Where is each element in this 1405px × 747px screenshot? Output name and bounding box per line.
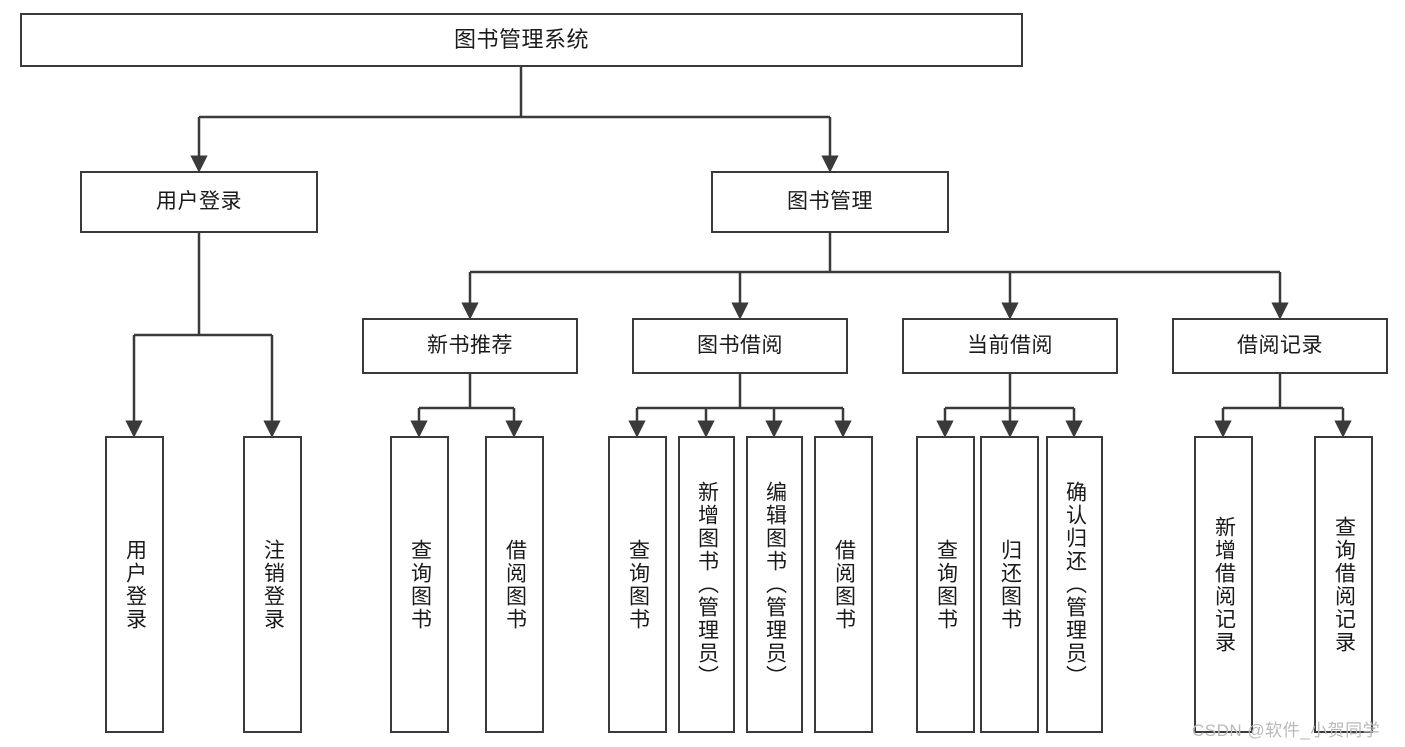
- node-leaf-query-book-1[interactable]: 查询图书: [390, 436, 449, 733]
- node-leaf-query-record[interactable]: 查询借阅记录: [1314, 436, 1373, 733]
- node-leaf-borrow-book-2-label: 借阅图书: [832, 538, 856, 631]
- node-root[interactable]: 图书管理系统: [20, 13, 1023, 67]
- node-user-login-label: 用户登录: [156, 189, 242, 213]
- node-leaf-borrow-book-1[interactable]: 借阅图书: [485, 436, 544, 733]
- node-leaf-user-login-label: 用户登录: [123, 538, 147, 631]
- node-book-borrow-label: 图书借阅: [697, 333, 783, 357]
- node-root-label: 图书管理系统: [453, 27, 589, 53]
- node-leaf-borrow-book-2[interactable]: 借阅图书: [814, 436, 873, 733]
- node-borrow-record[interactable]: 借阅记录: [1172, 318, 1388, 374]
- node-leaf-logout[interactable]: 注销登录: [243, 436, 302, 733]
- node-leaf-query-book-3[interactable]: 查询图书: [916, 436, 975, 733]
- node-leaf-add-book-label: 新增图书（管理员）: [695, 481, 719, 688]
- node-new-book-recommend[interactable]: 新书推荐: [362, 318, 578, 374]
- node-leaf-return-book-label: 归还图书: [998, 538, 1022, 631]
- node-borrow-record-label: 借阅记录: [1237, 333, 1323, 357]
- node-leaf-query-record-label: 查询借阅记录: [1332, 515, 1356, 654]
- node-book-manage-label: 图书管理: [787, 189, 873, 213]
- node-leaf-user-login[interactable]: 用户登录: [105, 436, 164, 733]
- node-leaf-confirm-return-label: 确认归还（管理员）: [1063, 481, 1087, 688]
- node-user-login[interactable]: 用户登录: [80, 171, 318, 233]
- node-leaf-add-book[interactable]: 新增图书（管理员）: [678, 436, 735, 733]
- node-current-borrow-label: 当前借阅: [967, 333, 1053, 357]
- node-leaf-query-book-1-label: 查询图书: [408, 538, 432, 631]
- node-leaf-add-record[interactable]: 新增借阅记录: [1194, 436, 1253, 733]
- node-leaf-edit-book[interactable]: 编辑图书（管理员）: [746, 436, 803, 733]
- node-leaf-logout-label: 注销登录: [261, 538, 285, 631]
- watermark: CSDN @软件_小贺同学: [1192, 716, 1380, 741]
- watermark-text: CSDN @软件_小贺同学: [1192, 721, 1381, 740]
- node-book-manage[interactable]: 图书管理: [711, 171, 949, 233]
- node-book-borrow[interactable]: 图书借阅: [632, 318, 848, 374]
- node-leaf-borrow-book-1-label: 借阅图书: [503, 538, 527, 631]
- node-leaf-query-book-3-label: 查询图书: [934, 538, 958, 631]
- node-new-book-recommend-label: 新书推荐: [427, 333, 513, 357]
- node-leaf-return-book[interactable]: 归还图书: [980, 436, 1039, 733]
- node-leaf-edit-book-label: 编辑图书（管理员）: [763, 481, 787, 688]
- node-leaf-confirm-return[interactable]: 确认归还（管理员）: [1046, 436, 1103, 733]
- node-leaf-query-book-2[interactable]: 查询图书: [608, 436, 667, 733]
- node-leaf-query-book-2-label: 查询图书: [626, 538, 650, 631]
- node-current-borrow[interactable]: 当前借阅: [902, 318, 1118, 374]
- node-leaf-add-record-label: 新增借阅记录: [1212, 515, 1236, 654]
